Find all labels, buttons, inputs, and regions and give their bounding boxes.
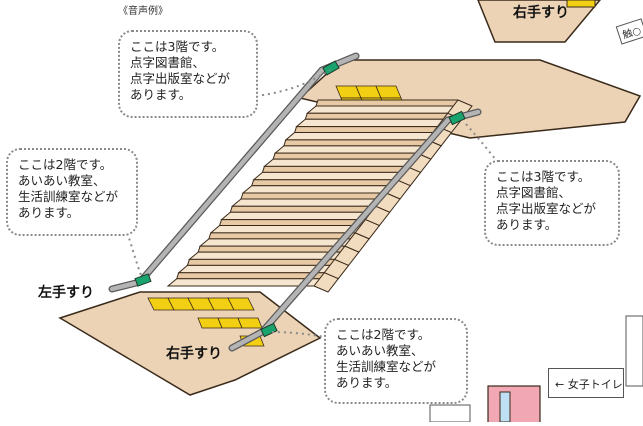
stair-riser bbox=[295, 118, 448, 128]
stair-riser bbox=[252, 171, 406, 181]
bubble-left-upper: ここは3階です。 点字図書館、 点字出版室などが あります。 bbox=[118, 30, 258, 118]
bubble-line: 点字出版室などが bbox=[130, 71, 231, 86]
bubble-line: ここは3階です。 bbox=[130, 39, 225, 54]
stair-tread bbox=[186, 258, 336, 266]
audio-marker-left-upper bbox=[322, 60, 340, 76]
bubble-line: あります。 bbox=[130, 87, 192, 102]
audio-marker-right-lower bbox=[260, 322, 278, 338]
bubble-line: ここは2階です。 bbox=[336, 327, 431, 342]
stair-tread bbox=[272, 152, 418, 160]
stair-tread bbox=[283, 139, 428, 147]
stair-riser bbox=[263, 158, 417, 167]
stair-tread bbox=[197, 245, 346, 253]
bubble-left-lower: ここは2階です。 あいあい教室、 生活訓練室などが あります。 bbox=[6, 148, 138, 236]
bubble-right-upper: ここは3階です。 点字図書館、 点字出版室などが あります。 bbox=[484, 160, 620, 246]
door bbox=[487, 385, 541, 426]
bubble-right-lower: ここは2階です。 あいあい教室、 生活訓練室などが あります。 bbox=[324, 318, 468, 404]
stair-riser bbox=[177, 264, 334, 274]
stair-tread bbox=[176, 272, 325, 280]
leader-lines bbox=[119, 69, 497, 339]
bubble-line: 生活訓練室などが bbox=[336, 359, 437, 374]
stair-tread bbox=[229, 205, 377, 213]
bubble-line: ここは2階です。 bbox=[18, 157, 113, 172]
audio-marker-right-upper bbox=[448, 110, 466, 126]
stair-tread bbox=[315, 99, 459, 107]
bubble-line: あいあい教室、 bbox=[18, 173, 106, 188]
stair-riser bbox=[220, 211, 376, 221]
bubble-line: あります。 bbox=[336, 375, 398, 390]
stair-riser bbox=[230, 198, 386, 207]
audio-marker-left-lower bbox=[134, 273, 152, 287]
stair-riser bbox=[273, 145, 427, 154]
bubble-line: ここは3階です。 bbox=[496, 169, 591, 184]
stair-tread bbox=[218, 219, 367, 227]
upper-right-floor bbox=[477, 0, 601, 43]
stair-tread bbox=[251, 179, 397, 187]
bubble-line: 点字出版室などが bbox=[496, 201, 597, 216]
stair-riser bbox=[284, 132, 437, 141]
stair-tread bbox=[304, 112, 449, 120]
bubble-line: あります。 bbox=[496, 217, 558, 232]
stair-riser bbox=[305, 105, 458, 114]
stair-riser bbox=[198, 238, 355, 247]
left-handrail-label: 左手すり bbox=[38, 285, 94, 301]
stair-steps bbox=[166, 99, 473, 293]
audio-example-caption: 《音声例》 bbox=[118, 6, 168, 17]
right-handrail-label-bottom: 右手すり bbox=[166, 346, 222, 362]
bubble-line: あります。 bbox=[18, 205, 80, 220]
restroom-sign: ← 女子トイレ bbox=[548, 368, 624, 398]
stair-riser bbox=[209, 225, 365, 234]
stair-tread bbox=[208, 232, 356, 240]
stair-tread bbox=[293, 126, 439, 134]
right-handrail-label-top: 右手すり bbox=[513, 5, 569, 21]
stair-tread bbox=[261, 165, 408, 173]
stair-riser bbox=[241, 185, 396, 194]
bubble-line: 点字図書館、 bbox=[130, 55, 206, 70]
stair-riser bbox=[188, 251, 345, 260]
bubble-line: あいあい教室、 bbox=[336, 343, 424, 358]
bubble-line: 点字図書館、 bbox=[496, 185, 572, 200]
bubble-line: 生活訓練室などが bbox=[18, 189, 119, 204]
stair-tread bbox=[240, 192, 387, 200]
tactile-paving-top-right bbox=[566, 0, 596, 8]
tactile-paving-lower bbox=[147, 297, 265, 347]
sign-post-right bbox=[625, 315, 643, 387]
stair-side bbox=[313, 272, 340, 293]
